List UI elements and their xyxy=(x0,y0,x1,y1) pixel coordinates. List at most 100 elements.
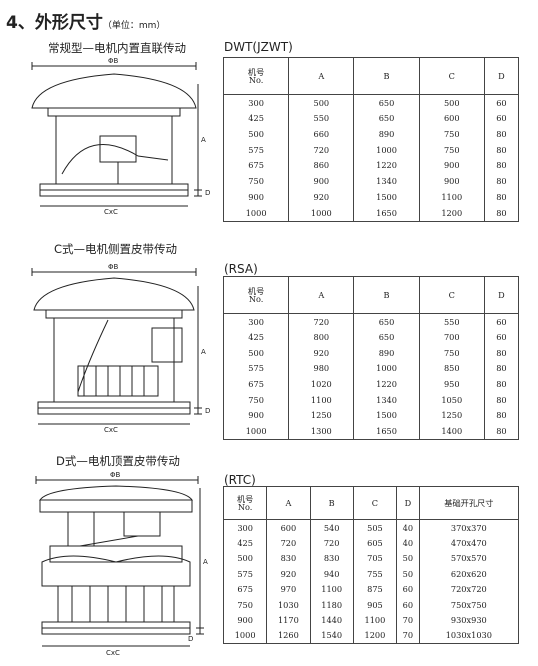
column-header: B xyxy=(353,276,420,314)
table-cell: 900 xyxy=(419,157,485,174)
table-cell: 570x570 xyxy=(450,553,487,564)
dim-d-label: D xyxy=(205,189,210,197)
table-cell: 605 xyxy=(353,535,398,551)
fan-diagram-direct-drive: ΦB A D CxC xyxy=(31,57,210,216)
table-cell: 1540 xyxy=(310,627,354,644)
table-cell: 705 xyxy=(353,550,398,567)
table-cell: 1650 xyxy=(353,204,420,221)
table-cell: 940 xyxy=(310,566,354,582)
table-cell: 675 xyxy=(223,581,268,597)
table-cell: 930x930 xyxy=(450,614,487,625)
fan-diagram-side-belt: ΦB A D CxC xyxy=(31,263,210,434)
table-cell: 425 xyxy=(223,110,290,127)
table-cell: 80 xyxy=(496,379,507,390)
column-header: B xyxy=(310,486,354,520)
table-cell: 1440 xyxy=(310,612,354,628)
table-cell: 80 xyxy=(496,207,507,218)
table-cell: 890 xyxy=(353,345,420,361)
section-1-caption: 常规型—电机内置直联传动 xyxy=(48,41,186,55)
table-cell: 60 xyxy=(396,596,420,613)
column-header: A xyxy=(288,57,355,95)
table-cell: 60 xyxy=(496,316,507,327)
column-header: A xyxy=(288,276,355,314)
table-cell: 500 xyxy=(223,550,268,567)
dim-b-label: ΦB xyxy=(108,57,119,65)
table-cell: 720 xyxy=(310,535,354,551)
table-cell: 575 xyxy=(223,360,290,377)
table-cell: 80 xyxy=(496,176,507,187)
table-cell: 50 xyxy=(396,566,420,582)
table-cell: 1000 xyxy=(353,142,420,158)
table-cell: 80 xyxy=(496,347,507,358)
table-cell: 425 xyxy=(223,329,290,346)
table-cell: 900 xyxy=(288,173,355,190)
section-1-label: DWT(JZWT) xyxy=(224,40,293,54)
table-cell: 1500 xyxy=(353,189,420,205)
table-cell: 80 xyxy=(496,410,507,421)
table-cell: 755 xyxy=(353,566,398,582)
table-cell: 750 xyxy=(223,391,290,408)
table-cell: 500 xyxy=(223,126,290,143)
table-cell: 750 xyxy=(419,142,485,158)
table-cell: 500 xyxy=(419,94,485,111)
table-cell: 750 xyxy=(223,596,268,613)
table-cell: 600 xyxy=(419,110,485,127)
table-cell: 900 xyxy=(223,407,290,424)
table-cell: 1200 xyxy=(419,204,485,221)
column-header: C xyxy=(353,486,398,520)
table-cell: 575 xyxy=(223,566,268,582)
table-cell: 1030x1030 xyxy=(445,630,492,641)
table-cell: 370x370 xyxy=(450,522,487,533)
table-cell: 905 xyxy=(353,596,398,613)
table-cell: 1000 xyxy=(223,423,290,440)
table-cell: 920 xyxy=(288,345,355,361)
table-cell: 1000 xyxy=(223,204,290,221)
table-cell: 300 xyxy=(223,519,268,536)
table-cell: 1050 xyxy=(419,391,485,408)
page-heading: 4、外形尺寸（单位：mm） xyxy=(6,8,165,33)
table-cell: 80 xyxy=(496,129,507,140)
table-cell: 1000 xyxy=(288,204,355,221)
table-cell: 620x620 xyxy=(450,568,487,579)
table-cell: 950 xyxy=(419,376,485,392)
table-cell: 60 xyxy=(496,113,507,124)
table-cell: 700 xyxy=(419,329,485,346)
table-cell: 80 xyxy=(496,425,507,436)
table-cell: 750 xyxy=(223,173,290,190)
table-cell: 875 xyxy=(353,581,398,597)
table-cell: 1260 xyxy=(266,627,311,644)
column-header: D xyxy=(484,276,519,314)
table-cell: 40 xyxy=(396,535,420,551)
table-cell: 80 xyxy=(496,144,507,155)
section-3-caption: D式—电机顶置皮带传动 xyxy=(56,454,180,468)
table-cell: 505 xyxy=(353,519,398,536)
table-cell: 800 xyxy=(288,329,355,346)
table-cell: 750 xyxy=(419,126,485,143)
table-cell: 1300 xyxy=(288,423,355,440)
table-cell: 650 xyxy=(353,313,420,330)
table-cell: 980 xyxy=(288,360,355,377)
table-cell: 60 xyxy=(496,97,507,108)
table-cell: 70 xyxy=(396,612,420,628)
table-cell: 830 xyxy=(266,550,311,567)
dim-b-label: ΦB xyxy=(108,263,119,271)
table-cell: 860 xyxy=(288,157,355,174)
table-cell: 750x750 xyxy=(450,599,487,610)
